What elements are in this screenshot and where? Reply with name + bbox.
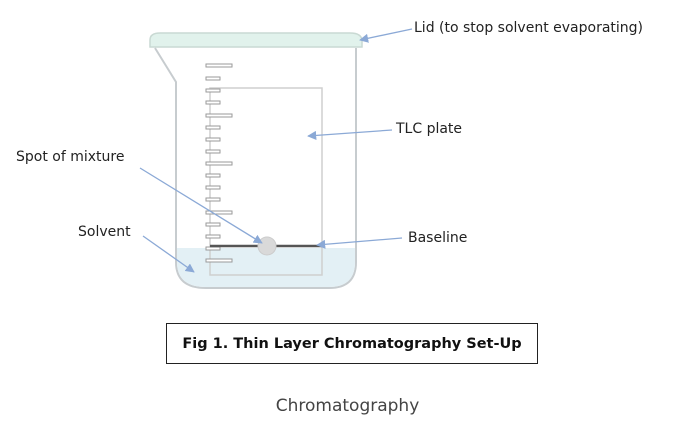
- baseline-arrow: [316, 237, 403, 249]
- beaker: [154, 47, 357, 289]
- tlc-plate-arrow: [307, 129, 393, 140]
- page-subcaption: Chromatography: [275, 396, 420, 416]
- solvent-label: Solvent: [78, 224, 131, 240]
- graduation-marks: [205, 63, 233, 263]
- baseline-label: Baseline: [408, 230, 468, 246]
- solvent-arrow: [142, 235, 195, 273]
- beaker-lid: [149, 32, 363, 48]
- tlc-diagram: [139, 28, 413, 289]
- tlc-plate-label: TLC plate: [396, 121, 463, 137]
- mixture-spot: [257, 236, 277, 256]
- figure-caption: Fig 1. Thin Layer Chromatography Set-Up: [166, 323, 538, 364]
- lid-label: Lid (to stop solvent evaporating): [414, 20, 644, 36]
- lid-arrow: [359, 28, 413, 43]
- solvent: [177, 248, 355, 287]
- tlc-plate: [209, 87, 323, 276]
- spot-label: Spot of mixture: [16, 149, 125, 165]
- spot-arrow: [139, 167, 263, 244]
